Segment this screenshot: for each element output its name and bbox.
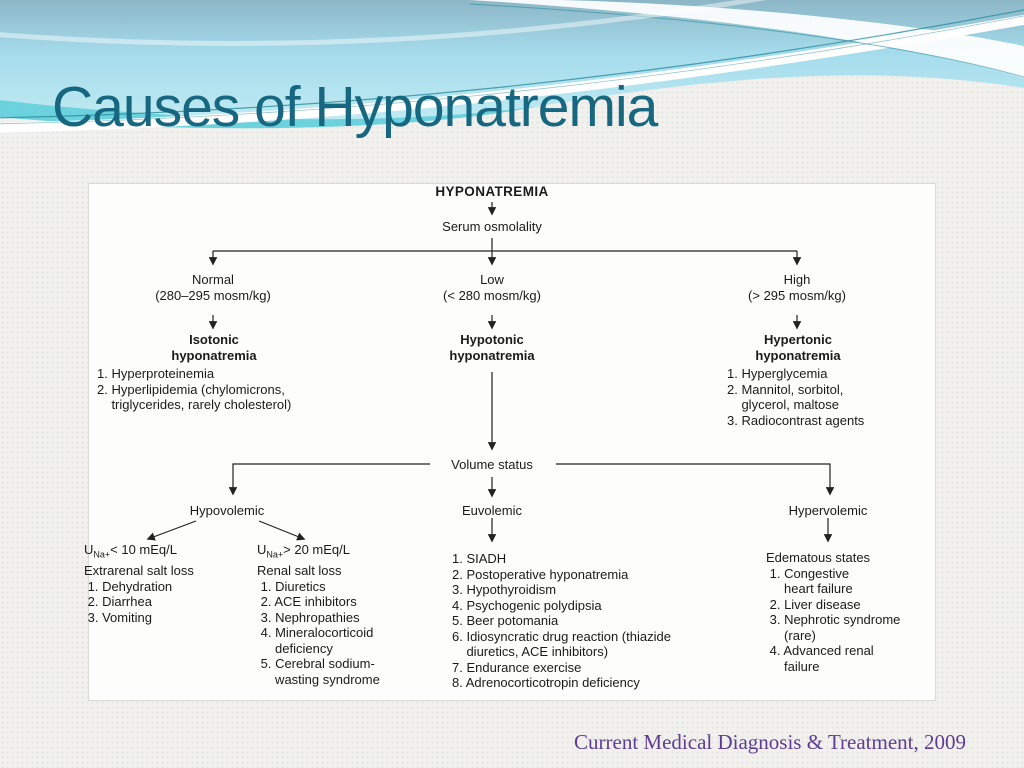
wave-teal-line-1 [0, 9, 1024, 119]
wave-teal-line-3 [469, 3, 1024, 78]
euvolemic-items: 1. SIADH 2. Postoperative hyponatremia 3… [452, 551, 671, 690]
node-hypovolemic: Hypovolemic [189, 503, 265, 518]
u-subscript: Na+ [93, 549, 111, 560]
header-wave-decoration [0, 0, 1024, 133]
isotonic-items: 1. Hyperproteinemia 2. Hyperlipidemia (c… [97, 366, 292, 412]
wave-teal-line-2 [0, 15, 1024, 125]
flowchart-panel [88, 183, 936, 701]
u-value: < 10 mEq/L [110, 542, 178, 557]
node-high: High (> 295 mosm/kg) [748, 272, 846, 303]
node-low: Low (< 280 mosm/kg) [443, 272, 541, 303]
extrarenal-items: 1. Dehydration 2. Diarrhea 3. Vomiting [87, 578, 173, 625]
hypertonic-items: 1. Hyperglycemia 2. Mannitol, sorbitol, … [727, 366, 865, 428]
u-value: > 20 mEq/L [283, 542, 351, 557]
node-hyponatremia: HYPONATREMIA [435, 184, 549, 199]
citation: Current Medical Diagnosis & Treatment, 2… [574, 730, 966, 754]
renal-title: Renal salt loss [257, 563, 342, 579]
branch-range: (280–295 mosm/kg) [155, 287, 271, 303]
u-symbol: U [257, 542, 267, 557]
u-subscript: Na+ [266, 549, 284, 560]
branch-label: Low [480, 272, 504, 287]
node-renal: UNa+> 20 mEq/L Renal salt loss 1. Diuret… [257, 542, 380, 687]
u-na-criterion: UNa+< 10 mEq/L [84, 542, 194, 563]
edematous-states: Edematous states 1. Congestive heart fai… [766, 550, 901, 674]
branch-range: (> 295 mosm/kg) [748, 287, 846, 303]
branch-label: Normal [192, 272, 234, 287]
wave-white-swoosh [0, 14, 1024, 133]
node-hypotonic-title: Hypotonic hyponatremia [449, 332, 535, 363]
extrarenal-title: Extrarenal salt loss [84, 563, 194, 579]
node-hypertonic-title: Hypertonic hyponatremia [755, 332, 841, 363]
branch-label: High [783, 272, 811, 287]
node-serum-osmolality: Serum osmolality [442, 219, 542, 234]
node-euvolemic: Euvolemic [462, 503, 522, 518]
node-isotonic-title: Isotonic hyponatremia [171, 332, 257, 363]
u-na-criterion: UNa+> 20 mEq/L [257, 542, 380, 563]
branch-range: (< 280 mosm/kg) [443, 287, 541, 303]
u-symbol: U [84, 542, 94, 557]
node-volume-status: Volume status [451, 457, 533, 472]
wave-white-highlight [0, 0, 767, 46]
node-extrarenal: UNa+< 10 mEq/L Extrarenal salt loss 1. D… [84, 542, 194, 625]
slide-title: Causes of Hyponatremia [52, 75, 658, 139]
node-normal: Normal (280–295 mosm/kg) [155, 272, 271, 303]
node-hypervolemic: Hypervolemic [788, 503, 868, 518]
renal-items: 1. Diuretics 2. ACE inhibitors 3. Nephro… [260, 578, 380, 687]
